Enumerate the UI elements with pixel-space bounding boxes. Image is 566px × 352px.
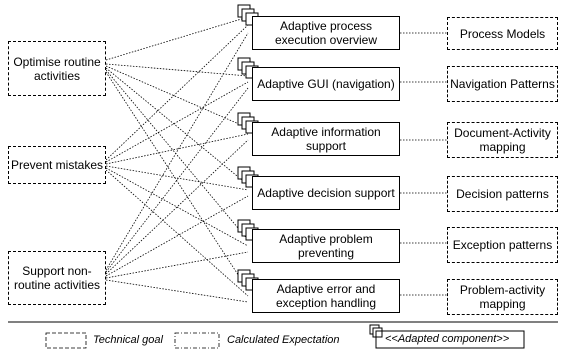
component-adaptive-gui: Adaptive GUI (navigation) xyxy=(252,67,400,101)
goal-label: Prevent mistakes xyxy=(10,158,104,172)
component-label: Adaptive GUI (navigation) xyxy=(257,77,395,91)
goal-label: Optimise routine activities xyxy=(13,54,101,83)
legend-expectation-swatch xyxy=(174,332,220,349)
legend-calculated-expectation-label: Calculated Expectation xyxy=(227,334,340,346)
component-label: Adaptive problem preventing xyxy=(279,232,373,260)
component-label: Adaptive decision support xyxy=(257,186,395,200)
expectation-document-activity: Document-Activity mapping xyxy=(447,122,558,158)
component-label: Adaptive process execution overview xyxy=(274,19,378,47)
expectation-label: Navigation Patterns xyxy=(450,77,555,91)
goal-optimise-routine: Optimise routine activities xyxy=(8,41,106,96)
expectation-label: Decision patterns xyxy=(456,187,549,201)
component-expectation-connections xyxy=(400,32,447,296)
expectation-label: Exception patterns xyxy=(452,238,553,252)
legend-component-icon xyxy=(369,324,383,338)
goal-support-non-routine: Support non-routine activities xyxy=(8,251,106,305)
component-problem-preventing: Adaptive problem preventing xyxy=(252,229,400,263)
legend-component-swatch xyxy=(375,330,525,349)
expectation-label: Problem-activity mapping xyxy=(459,283,546,311)
legend-goal-swatch xyxy=(45,332,87,349)
component-label: Adaptive error and exception handling xyxy=(275,282,377,310)
goal-prevent-mistakes: Prevent mistakes xyxy=(8,146,106,184)
component-error-exception: Adaptive error and exception handling xyxy=(252,279,400,313)
expectation-process-models: Process Models xyxy=(447,17,558,50)
legend-technical-goal-label: Technical goal xyxy=(93,334,163,346)
component-icon xyxy=(237,4,259,26)
goal-component-connections xyxy=(105,16,249,303)
expectation-problem-activity: Problem-activity mapping xyxy=(447,279,558,315)
expectation-navigation-patterns: Navigation Patterns xyxy=(447,66,558,102)
goal-label: Support non-routine activities xyxy=(13,264,101,292)
component-label: Adaptive information support xyxy=(271,125,381,153)
expectation-exception-patterns: Exception patterns xyxy=(447,227,558,263)
expectation-decision-patterns: Decision patterns xyxy=(447,176,558,212)
expectation-label: Process Models xyxy=(459,26,546,41)
component-information-support: Adaptive information support xyxy=(252,122,400,156)
legend-adapted-component-label: <<Adapted component>> xyxy=(385,333,510,345)
component-process-overview: Adaptive process execution overview xyxy=(252,16,400,50)
component-decision-support: Adaptive decision support xyxy=(252,176,400,210)
expectation-label: Document-Activity mapping xyxy=(454,126,551,154)
